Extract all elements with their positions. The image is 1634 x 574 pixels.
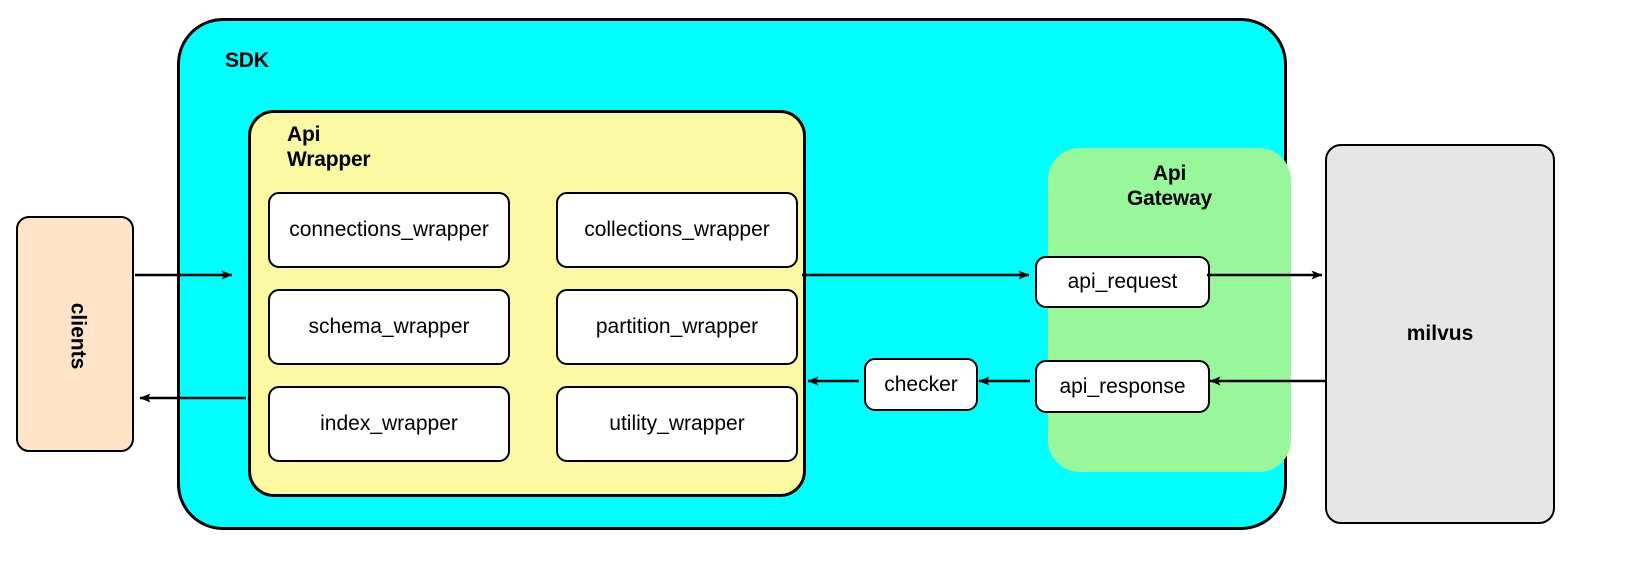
box-api-request[interactable]: api_request [1035,256,1210,308]
box-schema-wrapper[interactable]: schema_wrapper [268,289,510,365]
clients-label: clients [66,302,89,370]
clients-label-wrap: clients [18,218,136,454]
box-api-response[interactable]: api_response [1035,360,1210,413]
sdk-title: SDK [225,49,269,72]
container-sdk[interactable]: SDK Api Wrapper connections_wrapper coll… [177,18,1291,530]
api-gateway-title: Api Gateway [1127,162,1212,210]
box-checker[interactable]: checker [864,358,978,411]
box-collections-wrapper[interactable]: collections_wrapper [556,192,798,268]
node-milvus[interactable]: milvus [1325,144,1555,524]
box-connections-wrapper[interactable]: connections_wrapper [268,192,510,268]
box-utility-wrapper[interactable]: utility_wrapper [556,386,798,462]
box-partition-wrapper[interactable]: partition_wrapper [556,289,798,365]
box-index-wrapper[interactable]: index_wrapper [268,386,510,462]
container-api-gateway[interactable]: Api Gateway api_request api_response [1035,148,1291,472]
node-clients[interactable]: clients [16,216,134,452]
api-wrapper-title: Api Wrapper [287,123,371,171]
container-api-wrapper[interactable]: Api Wrapper connections_wrapper collecti… [248,110,806,497]
